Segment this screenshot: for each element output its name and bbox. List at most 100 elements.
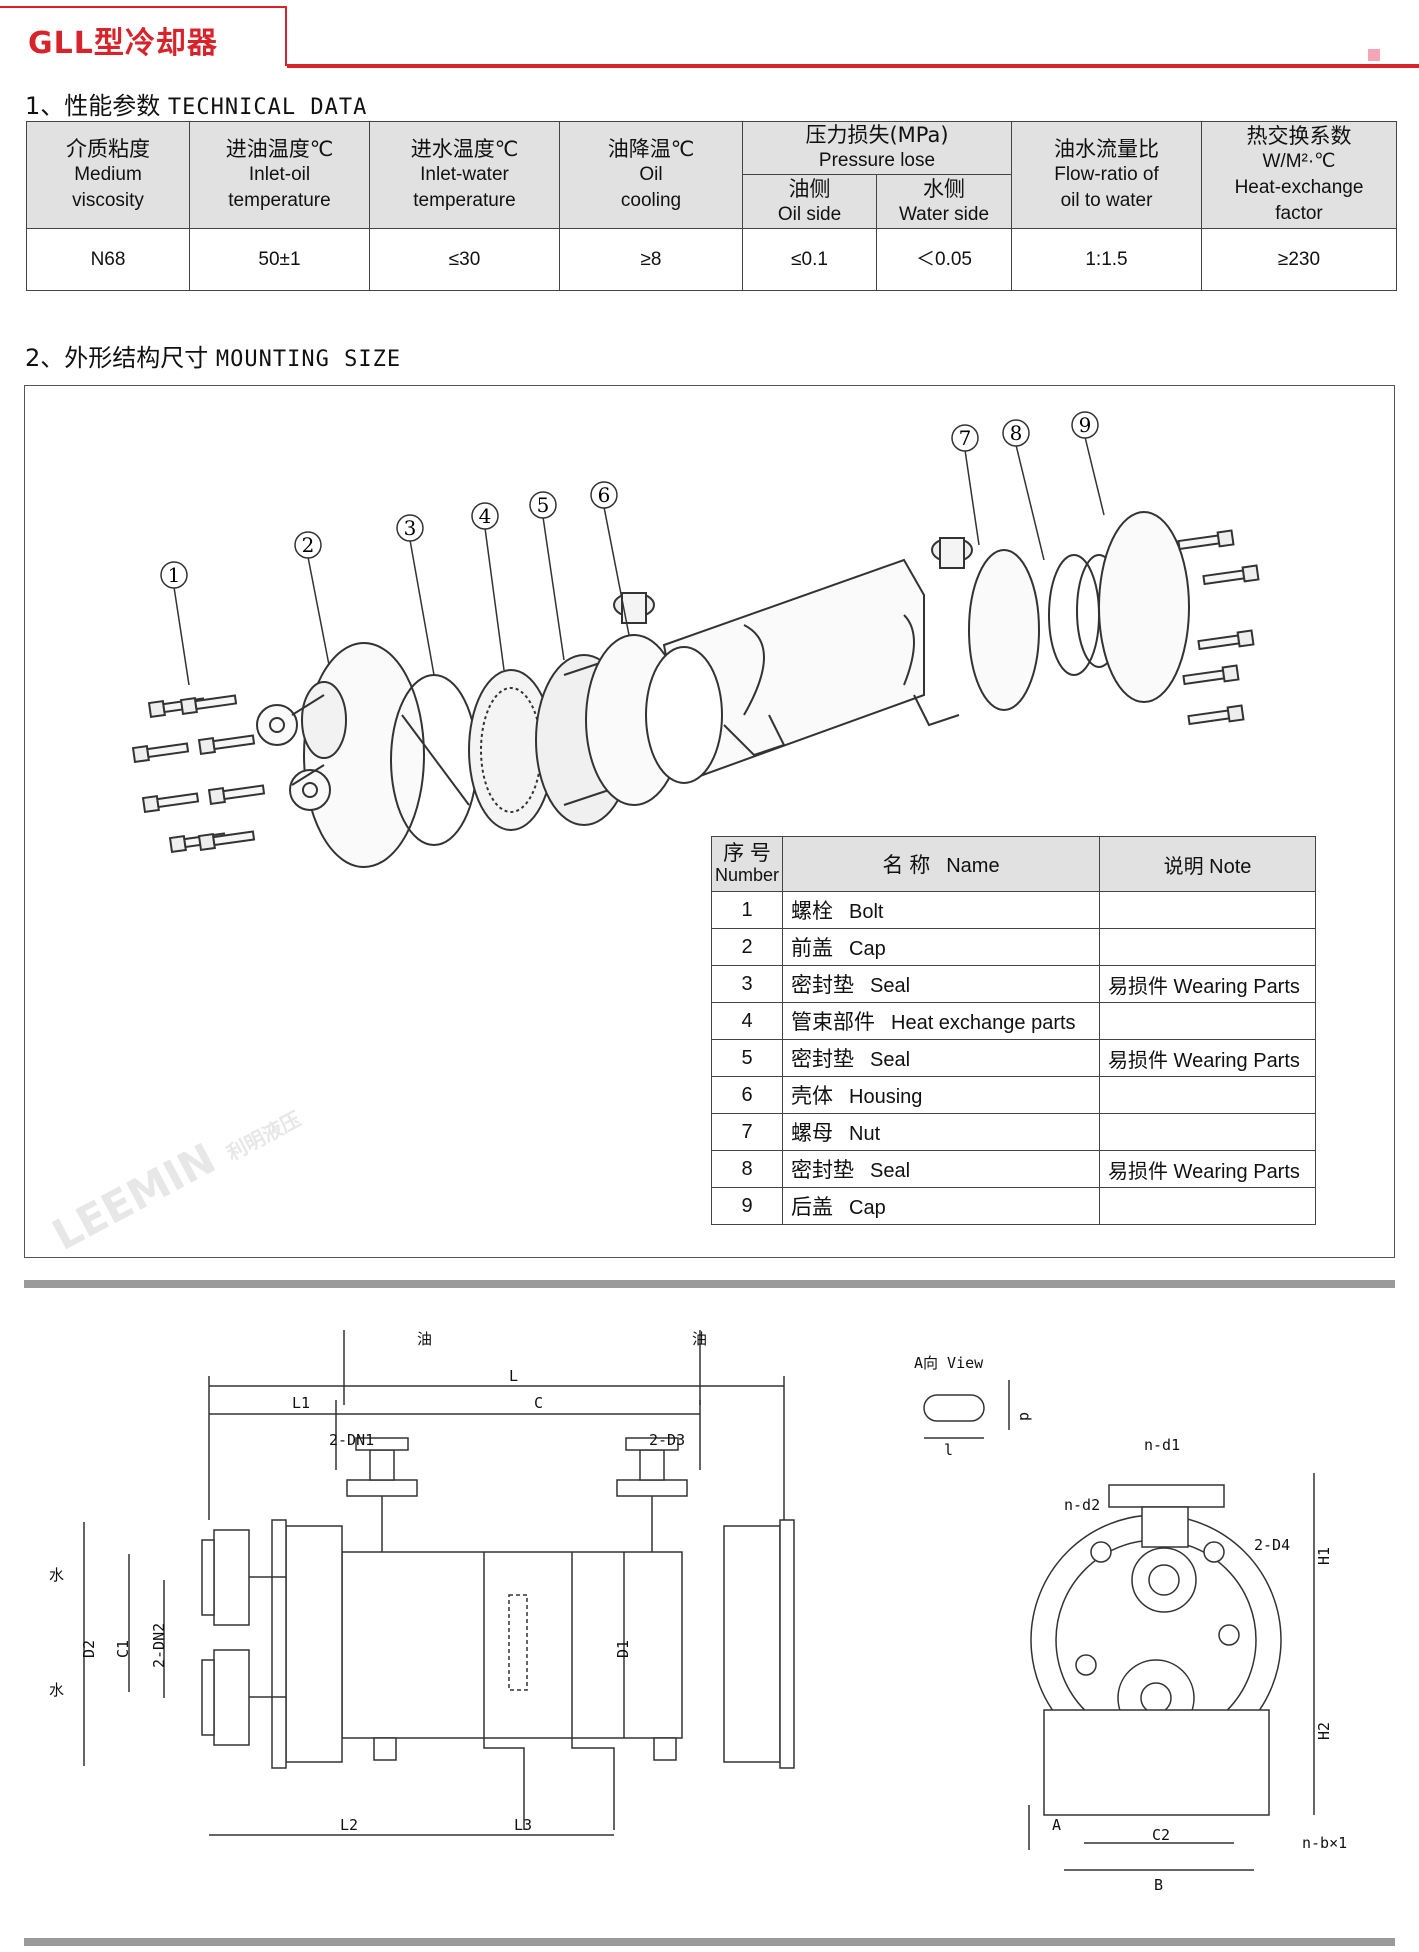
label-water-top: 水 (49, 1566, 64, 1584)
svg-text:6: 6 (598, 483, 611, 507)
svg-text:3: 3 (404, 516, 417, 540)
label-A: A (1052, 1816, 1061, 1834)
svg-text:1: 1 (168, 563, 181, 587)
value-inlet-water: ≤30 (369, 228, 560, 291)
label-2-DN2: 2-DN2 (150, 1623, 168, 1668)
parts-row-number: 2 (711, 928, 783, 966)
drawing-top-band (24, 1280, 1395, 1288)
label-C1: C1 (114, 1640, 132, 1658)
col-pressure-header: 压力损失(MPa)Pressure lose (742, 121, 1012, 175)
value-viscosity: N68 (26, 228, 190, 291)
value-water-side: ＜0.05 (876, 228, 1012, 291)
parts-row-note (1099, 1187, 1316, 1225)
callout-3: 3 (396, 514, 424, 542)
callout-5: 5 (529, 491, 557, 519)
value-heat-factor: ≥230 (1201, 228, 1397, 291)
parts-row-note: 易损件 Wearing Parts (1099, 965, 1316, 1003)
parts-row-note (1099, 928, 1316, 966)
parts-row-number: 9 (711, 1187, 783, 1225)
tube-bundle-icon (535, 634, 683, 826)
label-a-view: A向 View (914, 1354, 984, 1372)
parts-row-number: 3 (711, 965, 783, 1003)
label-C: C (534, 1394, 543, 1412)
callout-9: 9 (1071, 411, 1099, 439)
parts-row-note: 易损件 Wearing Parts (1099, 1039, 1316, 1077)
callout-6: 6 (590, 481, 618, 509)
label-H1: H1 (1315, 1547, 1333, 1565)
drawing-bottom-band (24, 1938, 1395, 1946)
parts-row-number: 5 (711, 1039, 783, 1077)
label-oil-left: 油 (417, 1330, 432, 1348)
housing-icon (613, 537, 1040, 784)
label-2-D4: 2-D4 (1254, 1536, 1290, 1554)
page-title: GLL型冷却器 (28, 26, 218, 61)
parts-row-note: 易损件 Wearing Parts (1099, 1150, 1316, 1188)
callout-7: 7 (951, 424, 979, 452)
svg-text:7: 7 (959, 426, 972, 450)
label-B: B (1154, 1876, 1163, 1894)
value-oil-side: ≤0.1 (742, 228, 877, 291)
parts-row-number: 1 (711, 891, 783, 929)
label-L3: L3 (514, 1816, 532, 1834)
svg-text:5: 5 (537, 493, 550, 517)
parts-row-note (1099, 1002, 1316, 1040)
svg-text:2: 2 (302, 533, 315, 557)
label-D1: D1 (614, 1640, 632, 1658)
bolt-right-icon (1177, 529, 1260, 726)
label-L1: L1 (292, 1394, 310, 1412)
parts-row-number: 7 (711, 1113, 783, 1151)
label-n-d1: n-d1 (1144, 1436, 1180, 1454)
value-oil-cooling: ≥8 (559, 228, 743, 291)
label-n-b-x1: n-b×1 (1302, 1834, 1347, 1852)
header-rule (287, 64, 1419, 68)
section-mounting-size-heading: 2、外形结构尺寸 MOUNTING SIZE (25, 344, 402, 372)
value-flow-ratio: 1:1.5 (1011, 228, 1202, 291)
callout-1: 1 (160, 561, 188, 589)
label-2-D3: 2-D3 (649, 1431, 685, 1449)
label-C2: C2 (1152, 1826, 1170, 1844)
label-l: l (944, 1441, 953, 1459)
rear-cap-icon (1098, 511, 1190, 703)
parts-row-note (1099, 1113, 1316, 1151)
parts-row-note (1099, 891, 1316, 929)
label-n-d2: n-d2 (1064, 1496, 1100, 1514)
svg-text:9: 9 (1079, 413, 1092, 437)
label-water-bottom: 水 (49, 1681, 64, 1699)
callout-4: 4 (471, 502, 499, 530)
front-cap-icon (256, 642, 425, 868)
exploded-assembly-drawing: 1 2 3 4 5 6 7 8 9 (131, 411, 1260, 868)
corner-mark (1368, 49, 1380, 61)
parts-header-note: 说明 Note (1099, 836, 1316, 892)
exploded-view-frame (24, 385, 1395, 1258)
dimension-drawing: 油 油 L L1 C 2-DN1 2-D3 水 水 D2 C1 2-DN2 D1… (49, 1330, 1347, 1894)
label-H2: H2 (1315, 1722, 1333, 1740)
label-d: d (1016, 1412, 1034, 1421)
label-2-DN1: 2-DN1 (329, 1431, 374, 1449)
